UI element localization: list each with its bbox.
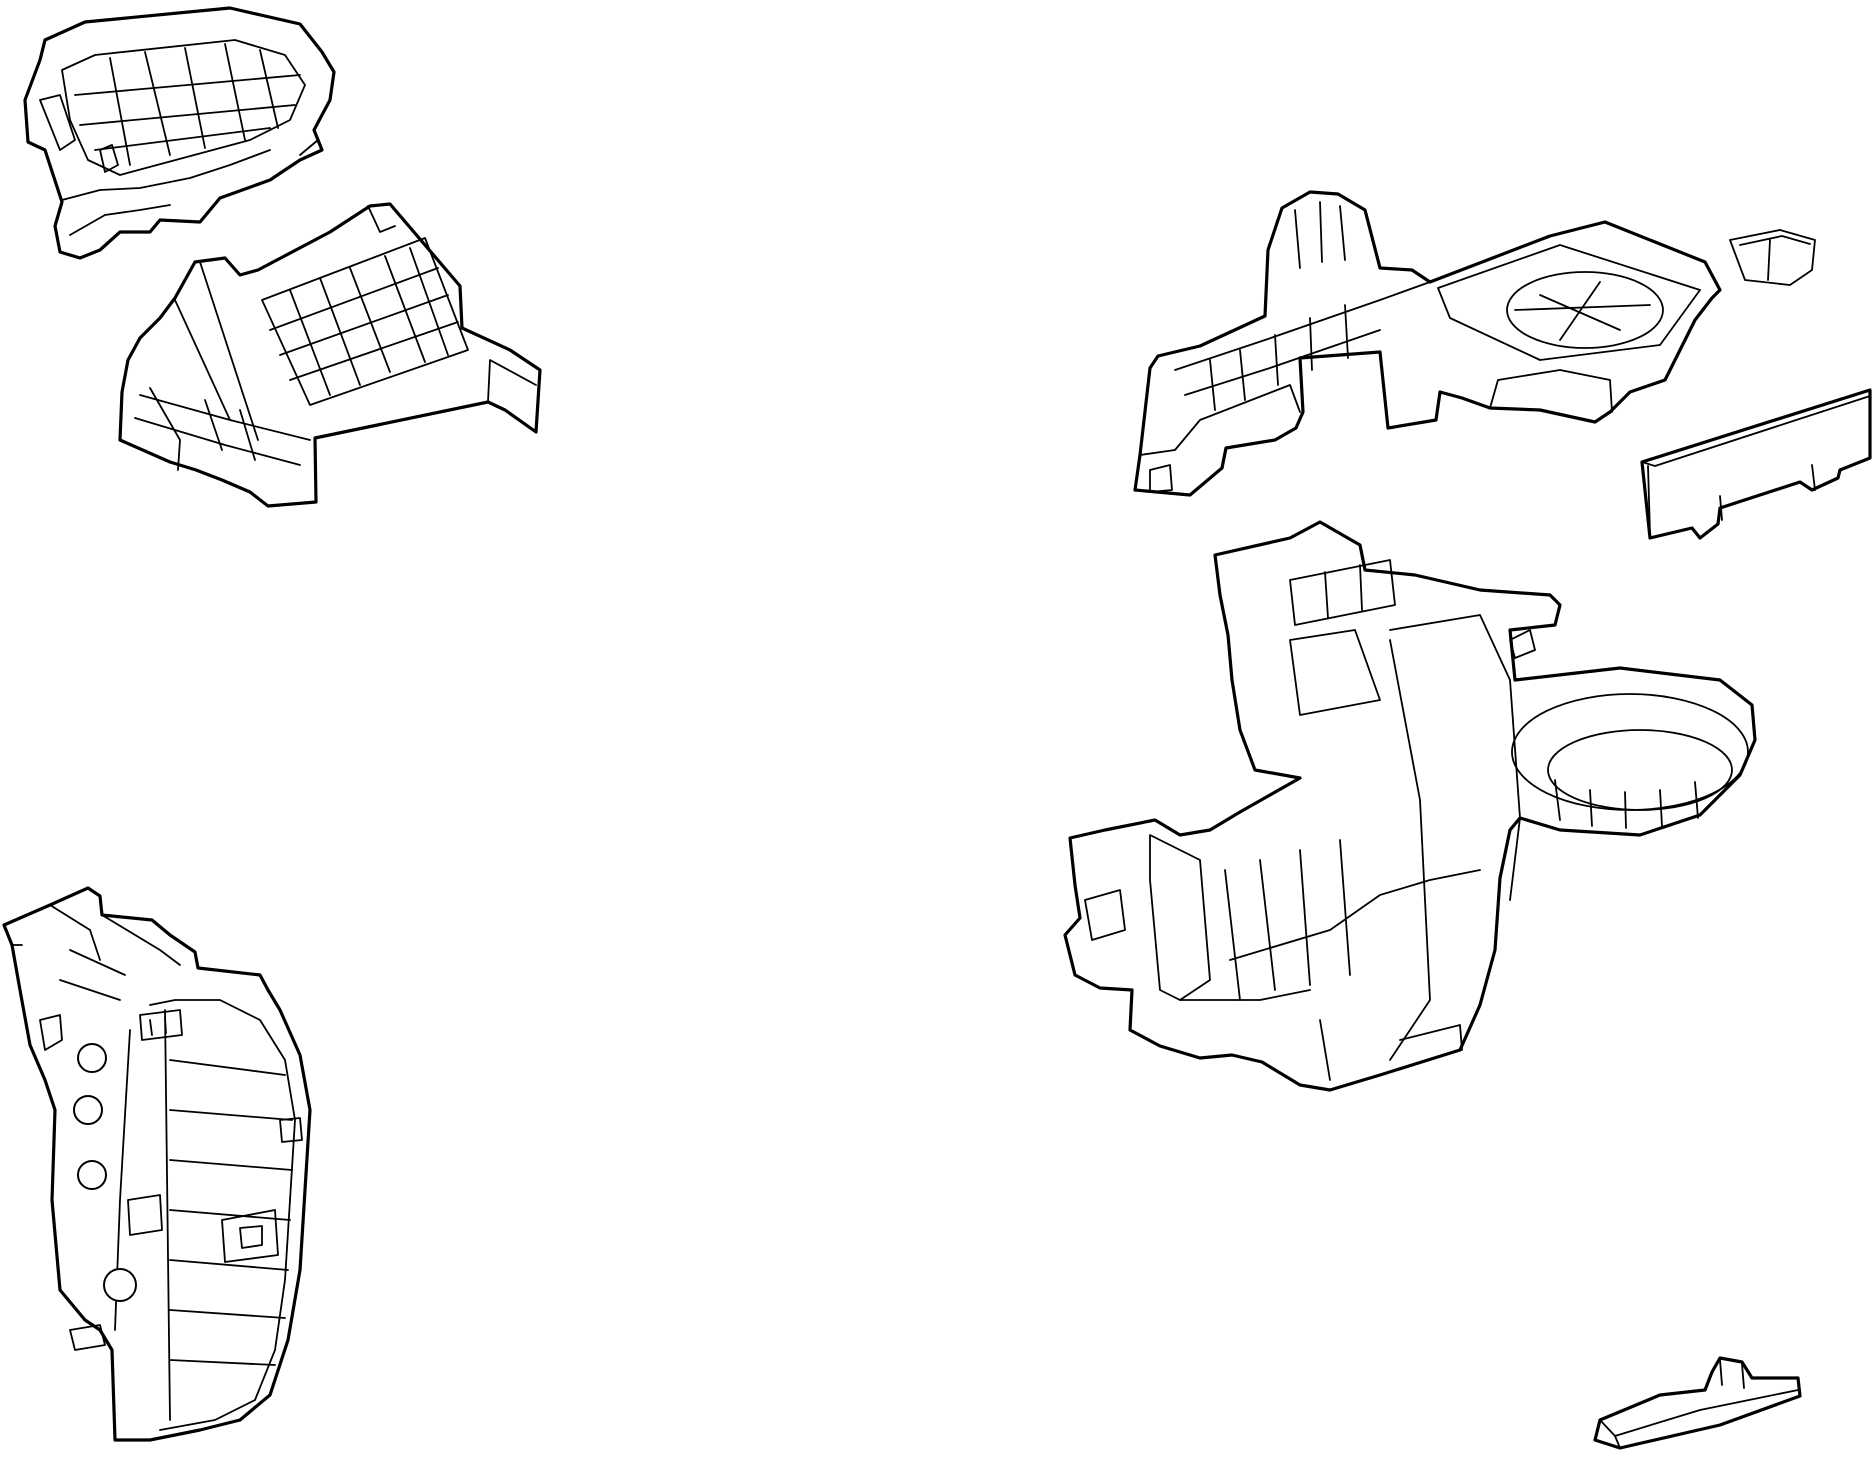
blower-housing-upper	[1133, 190, 1816, 497]
small-bracket	[1593, 1356, 1802, 1450]
filter-access-door	[1640, 388, 1872, 540]
blower-lower-case	[1063, 520, 1757, 1092]
upper-case-cover	[23, 6, 336, 260]
heater-core-case	[2, 886, 312, 1442]
evaporator-case-upper	[118, 202, 542, 508]
